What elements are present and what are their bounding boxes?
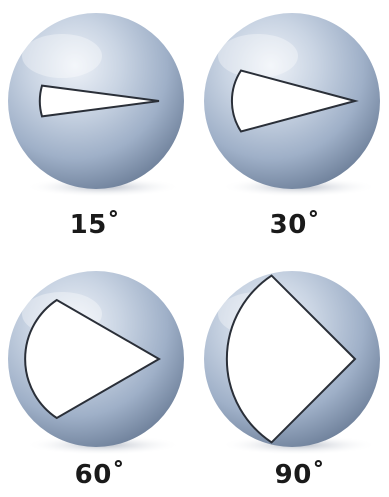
angle-label-60: 60˚	[40, 460, 160, 490]
ball-valve-60-deg	[4, 262, 190, 458]
angle-label-30: 30˚	[235, 210, 355, 240]
ball-valve-15-deg	[4, 4, 190, 200]
angle-label-90: 90˚	[240, 460, 360, 490]
ball-valve-90-deg	[200, 262, 386, 458]
angle-label-15: 15˚	[35, 210, 155, 240]
ball-valve-30-deg	[200, 4, 386, 200]
